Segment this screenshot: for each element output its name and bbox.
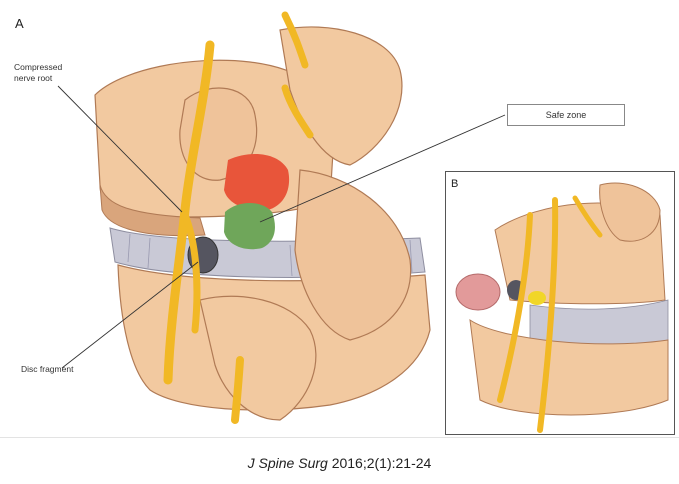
panel-a-illustration — [58, 15, 505, 420]
panel-b-frame — [445, 171, 675, 435]
disc-fragment-label: Disc fragment — [21, 364, 73, 375]
citation-details: 2016;2(1):21-24 — [328, 455, 432, 471]
citation: J Spine Surg 2016;2(1):21-24 — [0, 455, 679, 471]
safe-zone-shape — [224, 203, 275, 249]
divider — [0, 437, 679, 438]
panel-a-label: A — [15, 16, 24, 31]
compressed-nerve-root-label: Compressed nerve root — [14, 62, 94, 84]
citation-journal: J Spine Surg — [248, 455, 328, 471]
safe-zone-label: Safe zone — [507, 104, 625, 126]
nerve-lower — [235, 360, 240, 420]
danger-zone-shape — [224, 154, 289, 210]
panel-b-label: B — [451, 178, 458, 190]
